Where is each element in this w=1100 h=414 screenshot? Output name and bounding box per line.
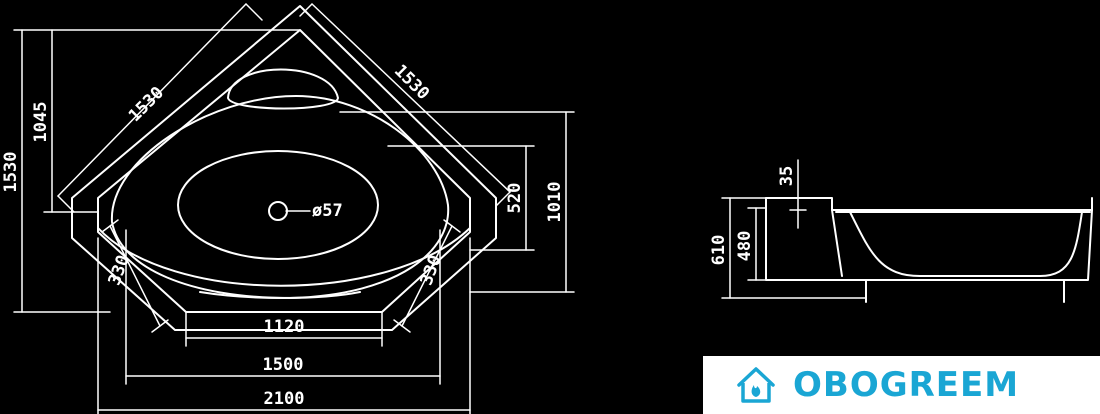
dim-right-inner: 520 bbox=[505, 183, 525, 214]
dim-bottom-3: 2100 bbox=[264, 389, 305, 409]
dim-bottom-1: 1120 bbox=[264, 317, 305, 337]
dim-right-outer: 1010 bbox=[545, 182, 565, 223]
dim-corner-left: 330 bbox=[105, 252, 134, 288]
brand-logo: OBOGREEM bbox=[703, 356, 1100, 414]
brand-name: OBOGREEM bbox=[793, 365, 1020, 405]
dim-left-outer: 1530 bbox=[1, 152, 21, 193]
dim-bottom-2: 1500 bbox=[263, 355, 304, 375]
dim-side-top-offset: 35 bbox=[777, 166, 797, 186]
dim-left-inner: 1045 bbox=[31, 102, 51, 143]
dim-side-height-inner: 480 bbox=[735, 231, 755, 262]
dimension-labels: 1530 1530 1530 1045 1010 520 330 330 ø57… bbox=[1, 61, 797, 409]
bathtub-top-view bbox=[71, 5, 497, 331]
dim-corner-right: 330 bbox=[417, 252, 446, 288]
side-view-dimensions bbox=[721, 159, 867, 299]
top-view-dimensions bbox=[13, 3, 575, 414]
dim-drain: ø57 bbox=[312, 201, 343, 221]
bathtub-side-view bbox=[765, 197, 1093, 303]
house-flame-icon bbox=[737, 367, 775, 403]
dim-side-height-outer: 610 bbox=[709, 235, 729, 266]
